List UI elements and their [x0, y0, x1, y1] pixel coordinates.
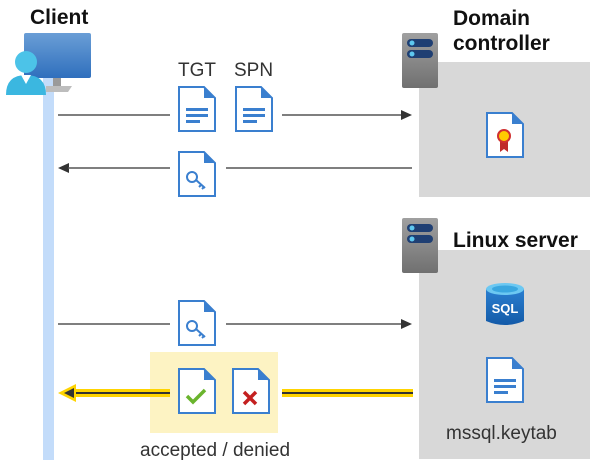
arrow-service-ticket-response — [58, 163, 412, 173]
linux-server-icon — [402, 218, 438, 273]
arrow-service-ticket-to-server — [58, 319, 412, 329]
key-document-icon — [178, 300, 216, 346]
tgt-label: TGT — [178, 60, 216, 81]
spn-document-icon — [235, 86, 273, 132]
linux-server-title: Linux server — [453, 229, 578, 252]
spn-label: SPN — [234, 60, 274, 81]
client-user-monitor-icon — [6, 33, 91, 95]
accepted-denied-label: accepted / denied — [140, 440, 291, 461]
deny-document-icon — [232, 368, 270, 414]
domain-controller-title-line1: Domain — [453, 7, 531, 30]
keytab-document-icon — [486, 357, 524, 403]
client-lifeline — [43, 75, 54, 460]
keytab-label: mssql.keytab — [446, 423, 557, 444]
svg-text:SQL: SQL — [492, 301, 519, 316]
client-title: Client — [30, 6, 89, 29]
arrow-tgt-spn-request — [58, 110, 412, 120]
tgt-document-icon — [178, 86, 216, 132]
sql-database-icon: SQL — [486, 283, 524, 325]
certificate-document-icon — [486, 112, 524, 158]
arrow-accepted-denied-response — [58, 384, 413, 402]
check-document-icon — [178, 368, 216, 414]
domain-controller-server-icon — [402, 33, 438, 88]
key-document-icon — [178, 151, 216, 197]
domain-controller-title-line2: controller — [453, 32, 550, 55]
